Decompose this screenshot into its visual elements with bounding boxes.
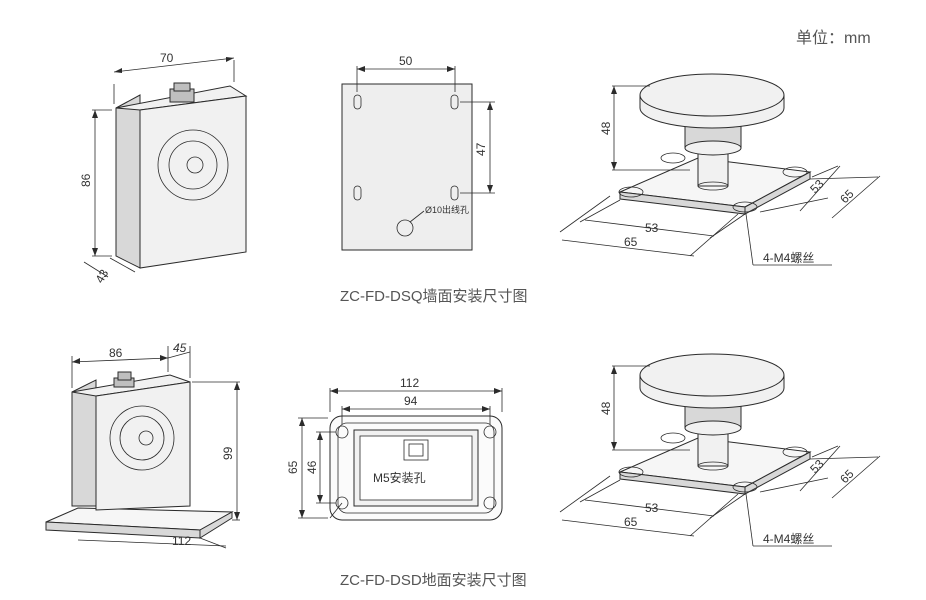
wall-iso-dim-b-label: 65: [624, 235, 638, 249]
wall-mount-drawings: 70 86 43 Ø10出线孔 50: [79, 51, 881, 305]
floor-body-width-label: 86: [109, 346, 123, 360]
wall-body-dims: 70 86 43: [79, 51, 235, 286]
wall-body-depth-label: 43: [92, 267, 111, 286]
floor-mount-caption: ZC-FD-DSD地面安装尺寸图: [340, 572, 527, 589]
wall-mount-body: [115, 82, 248, 269]
floor-iso-dim-c-label: 53: [807, 457, 827, 477]
wall-body-height-label: 86: [79, 173, 93, 187]
floor-top-height-outer-label: 65: [286, 460, 300, 474]
floor-body-dims: 86 45 99 112: [71, 341, 240, 549]
floor-mount-drawings: 86 45 99 112 M5安装: [45, 341, 881, 589]
floor-top-height-inner-label: 46: [305, 460, 319, 474]
floor-screws-label: 4-M4螺丝: [763, 532, 814, 546]
floor-iso-dim-b-label: 65: [624, 515, 638, 529]
wire-hole-label: Ø10出线孔: [425, 204, 469, 215]
wall-iso-dim-c-label: 53: [807, 177, 827, 197]
wall-mount-plate: Ø10出线孔 50 47: [341, 54, 495, 251]
unit-label: 单位：mm: [796, 29, 871, 47]
wall-iso-armature: 48 53 65 53 65 4-M4螺丝: [559, 73, 881, 266]
floor-base-width-label: 112: [172, 534, 191, 548]
wall-iso-dim-d-label: 65: [837, 187, 857, 207]
floor-top-width-outer-label: 112: [400, 376, 419, 390]
floor-mount-body: [45, 371, 234, 539]
wall-iso-height-label: 48: [599, 121, 613, 135]
floor-iso-dim-d-label: 65: [837, 467, 857, 487]
floor-body-height-label: 99: [221, 446, 235, 460]
wall-mount-caption: ZC-FD-DSQ墙面安装尺寸图: [340, 288, 528, 305]
floor-iso-height-label: 48: [599, 401, 613, 415]
floor-top-width-inner-label: 94: [404, 394, 418, 408]
floor-body-depth-label: 45: [173, 341, 187, 355]
wall-screws-label: 4-M4螺丝: [763, 251, 814, 265]
plate-hole-spacing-v-label: 47: [474, 142, 488, 156]
wall-iso-dim-a-label: 53: [645, 221, 659, 235]
wall-body-width-label: 70: [160, 51, 174, 65]
floor-iso-armature: 48 53 65 53 65 4-M4螺丝: [559, 353, 881, 547]
mount-hole-label: M5安装孔: [373, 470, 426, 485]
plate-hole-spacing-h-label: 50: [399, 54, 413, 68]
floor-iso-dim-a-label: 53: [645, 501, 659, 515]
floor-base-topview: M5安装孔 112 94 65 46: [286, 376, 503, 521]
